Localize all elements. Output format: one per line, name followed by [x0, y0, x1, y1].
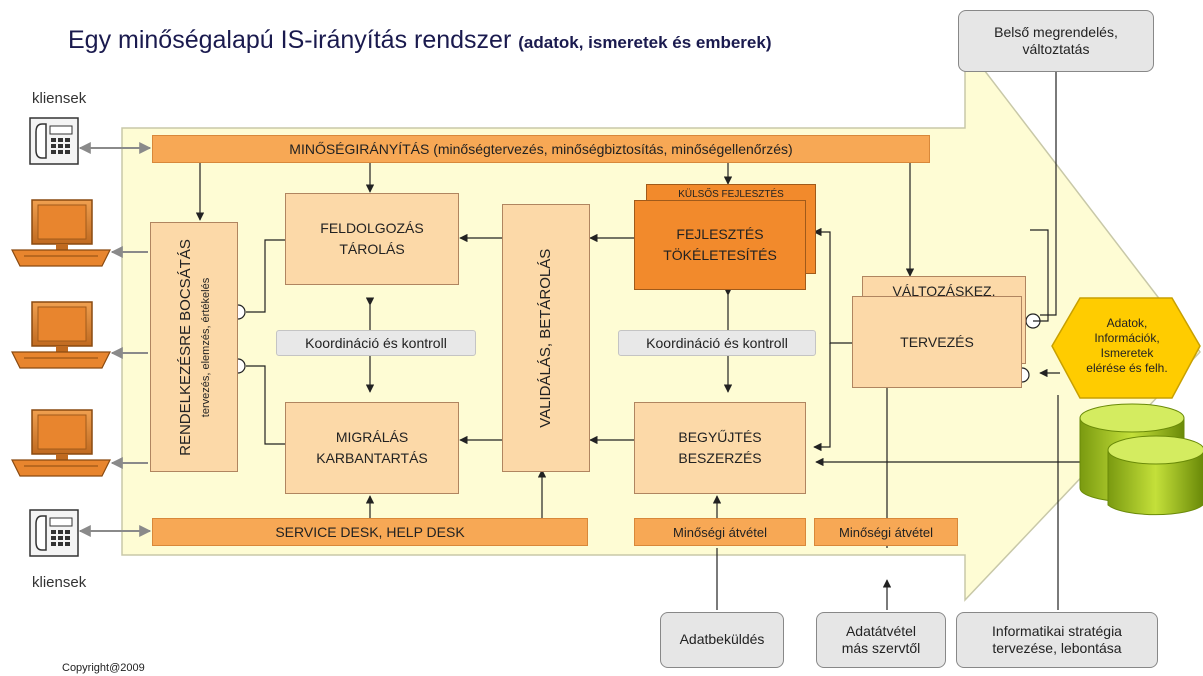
data-submission-box: Adatbeküldés — [660, 612, 784, 668]
development-line-2: TÖKÉLETESÍTÉS — [663, 247, 777, 263]
provision-title: RENDELKEZÉSRE BOCSÁTÁS — [176, 238, 194, 456]
coordination-label-left: Koordináció és kontroll — [276, 330, 476, 356]
migration-box: MIGRÁLÁS KARBANTARTÁS — [285, 402, 459, 494]
development-box: FEJLESZTÉS TÖKÉLETESÍTÉS — [634, 200, 806, 290]
computer-icon — [11, 199, 111, 267]
it-strategy-box: Informatikai stratégia tervezése, lebont… — [956, 612, 1158, 668]
provision-subtitle: tervezés, elemzés, értékelés — [199, 277, 212, 417]
validation-label: VALIDÁLÁS, BETÁROLÁS — [536, 248, 554, 428]
collection-line-1: BEGYŰJTÉS — [678, 429, 762, 445]
title-main: Egy minőségalapú IS-irányítás rendszer — [68, 26, 512, 54]
development-line-1: FEJLESZTÉS — [676, 226, 764, 242]
provision-box: RENDELKEZÉSRE BOCSÁTÁS tervezés, elemzés… — [150, 222, 238, 472]
quality-receipt-2: Minőségi átvétel — [814, 518, 958, 546]
title-sub: (adatok, ismeretek és emberek) — [518, 33, 772, 52]
computer-icon — [11, 301, 111, 369]
internal-order-line-2: változtatás — [1022, 41, 1090, 57]
clients-label-bottom: kliensek — [32, 574, 87, 591]
collection-box: BEGYŰJTÉS BESZERZÉS — [634, 402, 806, 494]
diagram-title: Egy minőségalapú IS-irányítás rendszer (… — [68, 26, 771, 55]
data-transfer-box: Adatátvétel más szervtől — [816, 612, 946, 668]
database-icon — [1107, 435, 1203, 516]
hexagon-text: Adatok, Információk, Ismeretek elérése é… — [1060, 316, 1194, 388]
data-transfer-line-1: Adatátvétel — [845, 622, 917, 639]
quality-management-bar: MINŐSÉGIRÁNYÍTÁS (minőségtervezés, minős… — [152, 135, 930, 163]
quality-receipt-1: Minőségi átvétel — [634, 518, 806, 546]
copyright: Copyright@2009 — [62, 662, 145, 674]
coordination-label-right: Koordináció és kontroll — [618, 330, 816, 356]
planning-label: TERVEZÉS — [900, 333, 974, 350]
phone-icon — [29, 509, 79, 557]
internal-order-line-1: Belső megrendelés, — [994, 23, 1118, 40]
migration-line-1: MIGRÁLÁS — [335, 429, 409, 445]
processing-line-2: TÁROLÁS — [339, 241, 405, 257]
hexagon-line-3: Ismeretek — [1100, 346, 1154, 360]
computer-icon — [11, 409, 111, 477]
external-development-label: KÜLSŐS FEJLESZTÉS — [678, 189, 784, 200]
service-desk-bar: SERVICE DESK, HELP DESK — [152, 518, 588, 546]
validation-box: VALIDÁLÁS, BETÁROLÁS — [502, 204, 590, 472]
change-management-label: VÁLTOZÁSKEZ. — [892, 283, 996, 299]
collection-line-2: BESZERZÉS — [678, 450, 762, 466]
internal-order-box: Belső megrendelés, változtatás — [958, 10, 1154, 72]
clients-label-top: kliensek — [32, 90, 87, 107]
data-transfer-line-2: más szervtől — [841, 640, 921, 656]
data-hexagon — [1051, 297, 1201, 399]
hexagon-line-1: Adatok, — [1106, 316, 1148, 330]
it-strategy-line-2: tervezése, lebontása — [992, 640, 1122, 656]
hexagon-line-2: Információk, — [1094, 331, 1160, 345]
migration-line-2: KARBANTARTÁS — [316, 450, 428, 466]
processing-line-1: FELDOLGOZÁS — [320, 220, 424, 236]
hexagon-line-4: elérése és felh. — [1086, 361, 1168, 375]
phone-icon — [29, 117, 79, 165]
it-strategy-line-1: Informatikai stratégia — [992, 622, 1122, 639]
data-submission-label: Adatbeküldés — [679, 631, 765, 648]
planning-box: TERVEZÉS — [852, 296, 1022, 388]
processing-box: FELDOLGOZÁS TÁROLÁS — [285, 193, 459, 285]
